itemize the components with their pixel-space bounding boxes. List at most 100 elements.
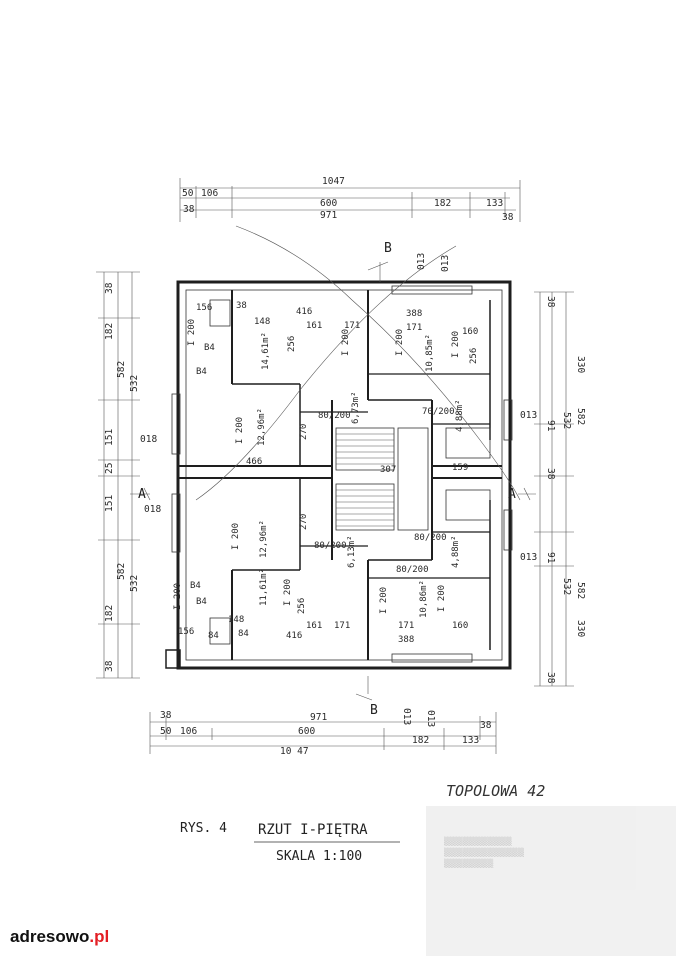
drawing-scale: SKALA 1:100 (276, 849, 362, 864)
door-b4-b: B4 (196, 367, 207, 377)
idim-256a: 256 (287, 336, 297, 352)
dim-top-971: 971 (320, 210, 337, 221)
mark-018-a: 018 (140, 434, 157, 445)
section-mark-bottom: B (370, 703, 378, 718)
right-dimension-chain: 330 582 532 330 582 532 38 91 38 91 38 (534, 291, 586, 687)
dim-left-25: 25 (104, 463, 115, 474)
door-80-200-d: 80/200 (414, 533, 447, 543)
idim-156a: 156 (196, 303, 212, 313)
room-area-4: 6,73m² (351, 391, 361, 424)
dim-left-38a: 38 (104, 282, 115, 294)
door-label-4: I 200 (451, 331, 461, 358)
dim-right-582a: 582 (575, 408, 586, 425)
openings: I 200 I 200 I 200 I 200 I 200 I 200 I 20… (173, 319, 461, 614)
idim-148b: 148 (228, 615, 244, 625)
dim-top-600: 600 (320, 198, 337, 209)
dim-bottom-106: 106 (180, 726, 197, 737)
door-80-200-c: 80/200 (396, 565, 429, 575)
idim-160a: 160 (462, 327, 478, 337)
room-area-10: 10,86m² (419, 580, 429, 618)
dim-bottom-total: 10 47 (280, 746, 309, 757)
side-mark-left: A (138, 487, 146, 502)
figure-number: RYS. 4 (180, 821, 227, 836)
door-80-200-a: 80/200 (318, 411, 351, 421)
idim-171c: 171 (334, 621, 350, 631)
door-label-3: I 200 (395, 329, 405, 356)
dim-left-151a: 151 (104, 429, 115, 446)
watermark-tld: .pl (89, 927, 110, 946)
idim-156b: 156 (178, 627, 194, 637)
dim-left-582b: 582 (116, 563, 127, 580)
dim-right-532b: 532 (561, 578, 572, 595)
mark-013-d: 013 (520, 552, 537, 563)
dim-right-91b: 91 (545, 552, 556, 564)
top-dimension-chain: 1047 50 106 600 182 133 38 971 38 (179, 176, 521, 223)
idim-84b: 84 (208, 631, 219, 641)
door-b4-d: B4 (196, 597, 207, 607)
door-80-200-b: 80/200 (314, 541, 347, 551)
title-block: RYS. 4 RZUT I-PIĘTRA SKALA 1:100 TOPOLOW… (180, 782, 545, 864)
idim-161a: 161 (306, 321, 322, 331)
dim-top-38b: 38 (502, 212, 514, 223)
door-label-7: I 200 (173, 583, 183, 610)
dim-top-106: 106 (201, 188, 218, 199)
bottom-dimension-chain: 38 971 38 50 106 600 182 133 10 47 (149, 710, 497, 757)
blurred-stamp: ▒▒▒▒▒▒▒▒▒▒▒▒▒▒▒▒▒▒▒▒▒▒▒▒▒▒▒▒▒▒▒▒ (426, 806, 676, 956)
room-area-6: 12,96m² (259, 520, 269, 558)
side-mark-right: A (508, 487, 516, 502)
section-mark-top: B (384, 241, 392, 256)
dim-bottom-182: 182 (412, 735, 429, 746)
address-handwritten: TOPOLOWA 42 (446, 782, 545, 800)
dim-right-582b: 582 (575, 582, 586, 599)
dim-left-182b: 182 (104, 605, 115, 622)
dim-top-total: 1047 (322, 176, 345, 187)
room-area-3: 12,96m² (257, 408, 267, 446)
room-area-8: 4,88m² (451, 535, 461, 568)
drawing-title: RZUT I-PIĘTRA (258, 822, 368, 838)
room-area-7: 6,13m² (347, 535, 357, 568)
dim-right-38c: 38 (545, 672, 556, 684)
dim-left-532b: 532 (129, 575, 140, 592)
dim-right-91a: 91 (545, 420, 556, 432)
dim-right-38a: 38 (545, 296, 556, 308)
idim-256c: 256 (297, 598, 307, 614)
idim-307: 307 (380, 465, 396, 475)
dim-left-151b: 151 (104, 495, 115, 512)
idim-84a: 84 (238, 629, 249, 639)
idim-159: 159 (452, 463, 468, 473)
room-area-2: 10,85m² (425, 334, 435, 372)
room-areas: 14,61m² 10,85m² 12,96m² 6,73m² 4,88m² 12… (257, 332, 465, 618)
dim-right-330b: 330 (575, 620, 586, 637)
mark-013-f: 013 (425, 710, 436, 727)
idim-38: 38 (236, 301, 247, 311)
idim-161b: 161 (306, 621, 322, 631)
dim-top-133: 133 (486, 198, 503, 209)
left-dimension-chain: 532 582 582 532 38 182 151 25 151 182 38 (96, 271, 140, 679)
dim-top-38a: 38 (183, 204, 195, 215)
idim-171a: 171 (344, 321, 360, 331)
door-label-8: I 200 (283, 579, 293, 606)
adresowo-watermark: adresowo.pl (4, 922, 130, 952)
dim-bottom-38b: 38 (480, 720, 492, 731)
dim-right-532a: 532 (561, 412, 572, 429)
idim-270b: 270 (299, 514, 309, 530)
idim-270a: 270 (299, 424, 309, 440)
staircase (335, 427, 491, 531)
dim-bottom-133: 133 (462, 735, 479, 746)
room-area-9: 11,61m² (259, 568, 269, 606)
stamp-blur: ▒▒▒▒▒▒▒▒▒▒▒▒▒▒▒▒▒▒▒▒▒▒▒▒▒▒▒▒▒▒▒▒ (444, 837, 524, 868)
section-lines (130, 225, 536, 701)
dim-left-582a: 582 (116, 361, 127, 378)
dim-bottom-38a: 38 (160, 710, 172, 721)
interior-dimensions: 156 38 416 388 148 161 171 171 160 256 2… (178, 301, 479, 645)
idim-171b: 171 (406, 323, 422, 333)
idim-148a: 148 (254, 317, 270, 327)
idim-388b: 388 (398, 635, 414, 645)
idim-416b: 416 (286, 631, 302, 641)
door-label-1: I 200 (187, 319, 197, 346)
idim-388a: 388 (406, 309, 422, 319)
door-label-9: I 200 (379, 587, 389, 614)
dim-bottom-50: 50 (160, 726, 172, 737)
misc-marks: 013 013 013 013 013 013 018 018 (140, 253, 537, 727)
